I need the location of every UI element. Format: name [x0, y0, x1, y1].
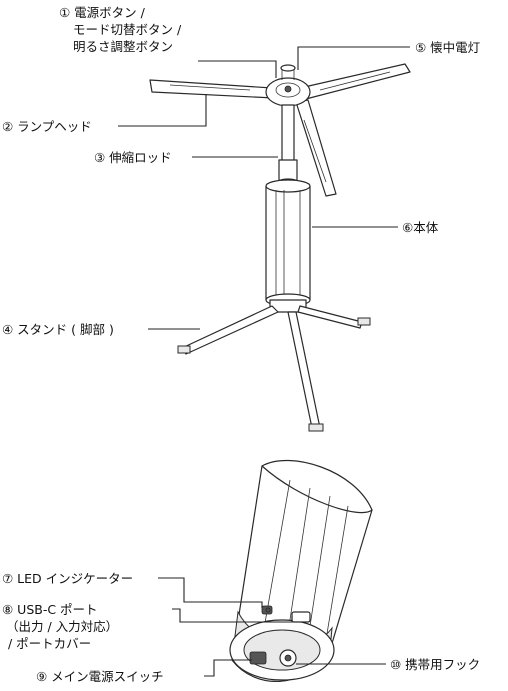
tripod-stand — [177, 305, 371, 432]
label-usbc-port: ⑧ USB-C ポート （出力 / 入力対応） / ポートカバー — [2, 601, 118, 652]
lamp-hub — [265, 64, 311, 107]
label-usbc-line3: / ポートカバー — [8, 636, 92, 651]
telescopic-rod — [275, 104, 301, 190]
label-usbc-line1: ⑧ USB-C ポート — [2, 602, 98, 617]
label-power-line1: ① 電源ボタン / — [59, 5, 145, 20]
label-carry-hook: ⑩ 携帯用フック — [390, 657, 481, 672]
label-flashlight: ⑤ 懐中電灯 — [415, 40, 481, 55]
label-usbc-line2: （出力 / 入力対応） — [6, 619, 119, 634]
label-telescopic-rod: ③ 伸縮ロッド — [94, 150, 172, 165]
label-power-line3: 明るさ調整ボタン — [73, 39, 174, 54]
main-body-upper — [265, 179, 311, 313]
label-power-line2: モード切替ボタン / — [73, 22, 182, 37]
leader-lines — [118, 46, 410, 677]
lamp-head-arms — [149, 63, 411, 197]
label-lamp-head: ② ランプヘッド — [2, 119, 92, 134]
label-stand: ④ スタンド ( 脚部 ) — [2, 322, 114, 337]
label-led-indicator: ⑦ LED インジケーター — [2, 571, 134, 586]
label-main-power-switch: ⑨ メイン電源スイッチ — [36, 669, 164, 684]
body-closeup — [229, 459, 373, 682]
label-main-body: ⑥本体 — [402, 220, 439, 235]
label-power-button: ① 電源ボタン / モード切替ボタン / 明るさ調整ボタン — [59, 4, 181, 55]
